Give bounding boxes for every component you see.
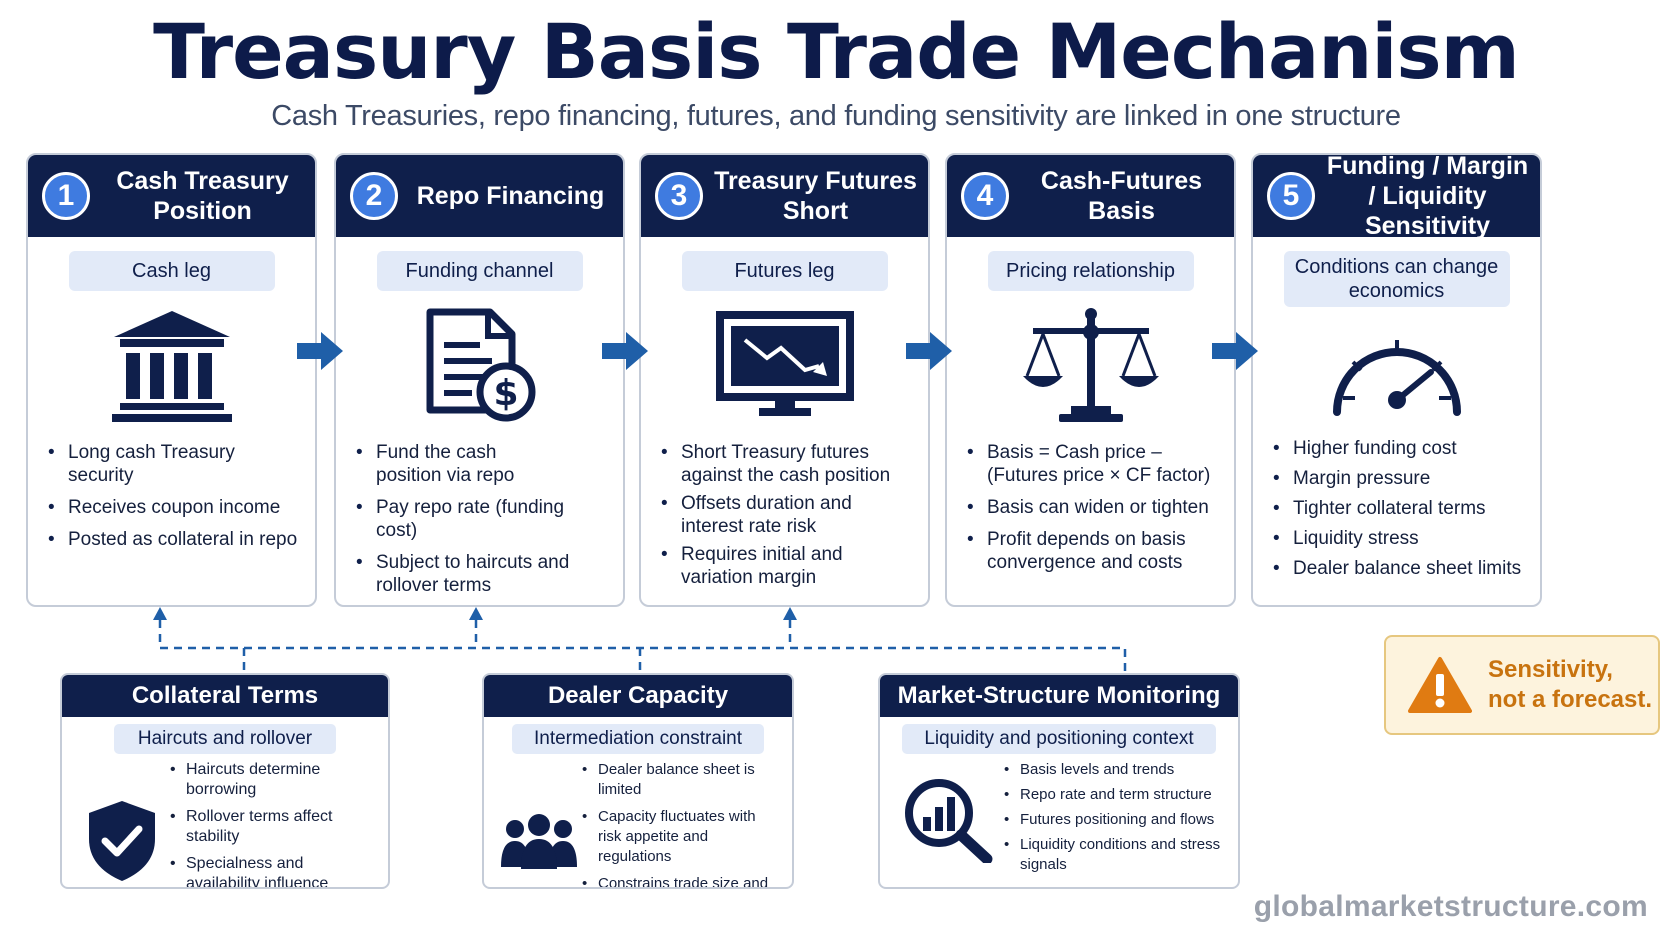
bullet: Repo rate and term structure (1004, 785, 1228, 805)
step-number: 2 (350, 172, 398, 220)
bullet: Basis = Cash price – (Futures price × CF… (967, 441, 1220, 487)
card-tag: Intermediation constraint (512, 724, 764, 754)
bullet: Basis can widen or tighten (967, 496, 1220, 519)
gauge-icon (1253, 307, 1540, 437)
bullet: Posted as collateral in repo (48, 528, 301, 551)
site-watermark: globalmarketstructure.com (1253, 890, 1648, 923)
card-title: Cash-Futures Basis (1040, 167, 1203, 225)
card-title: Treasury Futures Short (714, 167, 917, 225)
bank-icon (28, 291, 315, 441)
warning-line: not a forecast. (1488, 686, 1653, 713)
flow-arrow-icon (297, 332, 343, 370)
card-bullets: Basis = Cash price – (Futures price × CF… (947, 441, 1234, 574)
bullet: Constrains trade size and market liquidi… (582, 874, 782, 887)
step-number: 3 (655, 172, 703, 220)
card-header: 4 Cash-Futures Basis (947, 155, 1234, 237)
bullet: Higher funding cost (1273, 437, 1526, 460)
bullet: Haircuts determine borrowing (170, 760, 378, 800)
bullet: Subject to haircuts and rollover terms (356, 551, 579, 597)
card-bullets: Dealer balance sheet is limited Capacity… (582, 760, 782, 887)
warning-text: Sensitivity, not a forecast. (1488, 655, 1652, 715)
card-header: 3 Treasury Futures Short (641, 155, 928, 237)
card-tag: Conditions can change economics (1283, 251, 1510, 307)
bullet: Capacity fluctuates with risk appetite a… (582, 807, 782, 867)
document-dollar-icon: $ (336, 291, 623, 441)
card-title: Funding / Margin / Liquidity Sensitivity (1326, 153, 1529, 240)
card-title: Collateral Terms (62, 675, 388, 717)
bullet: Specialness and availability influence f… (170, 854, 358, 887)
card-bullets: Short Treasury futures against the cash … (641, 441, 928, 589)
card-repo-financing: 2 Repo Financing Funding channel $ Fund … (334, 153, 625, 607)
magnifier-chart-icon (892, 777, 1004, 863)
bullet: Dealer balance sheet limits (1273, 557, 1526, 580)
step-number: 5 (1267, 172, 1315, 220)
card-title: Dealer Capacity (484, 675, 792, 717)
card-funding-sensitivity: 5 Funding / Margin / Liquidity Sensitivi… (1251, 153, 1542, 607)
card-title: Repo Financing (416, 182, 605, 210)
bullet: Dealer balance sheet is limited (582, 760, 782, 800)
card-tag: Haircuts and rollover (114, 724, 336, 754)
card-cash-treasury: 1 Cash Treasury Position Cash leg Long c… (26, 153, 317, 607)
card-market-structure-monitoring: Market-Structure Monitoring Liquidity an… (878, 673, 1240, 889)
warning-triangle-icon (1408, 657, 1472, 713)
bullet: Liquidity conditions and stress signals (1004, 835, 1228, 875)
bullet: Receives coupon income (48, 496, 301, 519)
card-tag: Funding channel (376, 251, 583, 291)
bullet: Pay repo rate (funding cost) (356, 496, 609, 542)
card-cash-futures-basis: 4 Cash-Futures Basis Pricing relationshi… (945, 153, 1236, 607)
scales-icon (947, 291, 1234, 441)
bullet: Basis levels and trends (1004, 760, 1228, 780)
card-title: Cash Treasury Position (116, 167, 289, 225)
bullet: Long cash Treasury security (48, 441, 261, 487)
bullet: Rollover terms affect stability (170, 807, 378, 847)
card-tag: Liquidity and positioning context (902, 724, 1216, 754)
page-subtitle: Cash Treasuries, repo financing, futures… (271, 100, 1401, 132)
flow-arrow-icon (1212, 332, 1258, 370)
bullet: Liquidity stress (1273, 527, 1526, 550)
card-bullets: Haircuts determine borrowing Rollover te… (170, 760, 378, 887)
warning-callout: Sensitivity, not a forecast. (1384, 635, 1660, 735)
card-header: 2 Repo Financing (336, 155, 623, 237)
card-bullets: Long cash Treasury security Receives cou… (28, 441, 315, 551)
warning-line: Sensitivity, (1488, 656, 1613, 683)
bullet: Offsets duration and interest rate risk (661, 492, 874, 538)
bullet: Fund the cash position via repo (356, 441, 549, 487)
step-number: 4 (961, 172, 1009, 220)
card-header: 5 Funding / Margin / Liquidity Sensitivi… (1253, 155, 1540, 240)
card-dealer-capacity: Dealer Capacity Intermediation constrain… (482, 673, 794, 889)
bullet: Tighter collateral terms (1273, 497, 1526, 520)
svg-text:$: $ (493, 373, 518, 414)
flow-arrow-icon (602, 332, 648, 370)
card-title: Market-Structure Monitoring (880, 675, 1238, 717)
card-header: 1 Cash Treasury Position (28, 155, 315, 237)
card-tag: Futures leg (681, 251, 888, 291)
card-tag: Cash leg (68, 251, 275, 291)
card-futures-short: 3 Treasury Futures Short Futures leg Sho… (639, 153, 930, 607)
card-bullets: Fund the cash position via repo Pay repo… (336, 441, 623, 597)
monitor-chart-down-icon (641, 291, 928, 441)
card-tag: Pricing relationship (987, 251, 1194, 291)
step-number: 1 (42, 172, 90, 220)
card-bullets: Higher funding cost Margin pressure Tigh… (1253, 437, 1540, 580)
shield-check-icon (74, 799, 170, 883)
bullet: Requires initial and variation margin (661, 543, 864, 589)
card-bullets: Basis levels and trends Repo rate and te… (1004, 760, 1228, 880)
page-title: Treasury Basis Trade Mechanism (153, 7, 1520, 96)
bullet: Futures positioning and flows (1004, 810, 1228, 830)
people-group-icon (496, 813, 582, 869)
bullet: Margin pressure (1273, 467, 1526, 490)
bullet: Profit depends on basis convergence and … (967, 528, 1220, 574)
card-collateral-terms: Collateral Terms Haircuts and rollover H… (60, 673, 390, 889)
bullet: Short Treasury futures against the cash … (661, 441, 914, 487)
flow-arrow-icon (906, 332, 952, 370)
